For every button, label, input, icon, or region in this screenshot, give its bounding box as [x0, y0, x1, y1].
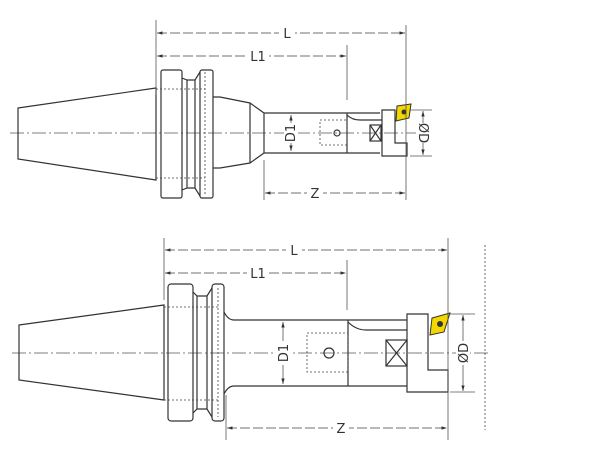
top-tool-drawing: L L1 Z D1 ØD: [10, 20, 432, 202]
dim-L1-label: L1: [250, 267, 266, 282]
dim-Z-label: Z: [311, 187, 320, 202]
flange-2: [199, 69, 214, 199]
taper-shank: [18, 304, 165, 401]
insert-screw-icon: [401, 109, 407, 115]
insert-screw-icon: [437, 321, 443, 327]
taper-shank: [17, 87, 157, 181]
neck: [213, 96, 380, 169]
adjust-screw: [369, 124, 382, 142]
dim-Z-label: Z: [337, 422, 346, 437]
dim-L1-label: L1: [250, 50, 266, 65]
dim-D1-label: D1: [284, 124, 299, 142]
dim-D-label: ØD: [457, 343, 472, 363]
insert-holder: [381, 109, 408, 157]
flange-groove: [181, 71, 201, 197]
dim-D1-label: D1: [277, 344, 292, 362]
dim-D-label: ØD: [415, 123, 430, 143]
flange-groove: [192, 287, 213, 418]
bottom-tool-drawing: L L1 Z D1 ØD: [12, 238, 490, 440]
screw-hole: [323, 347, 335, 359]
adjust-pocket: [306, 332, 349, 373]
dim-L-label: L: [283, 27, 291, 42]
screw-hole: [333, 129, 341, 137]
flange-2: [211, 283, 225, 422]
adjust-pocket: [319, 119, 348, 146]
dim-L-label: L: [290, 244, 298, 259]
flange: [160, 69, 183, 199]
flange: [167, 283, 194, 422]
